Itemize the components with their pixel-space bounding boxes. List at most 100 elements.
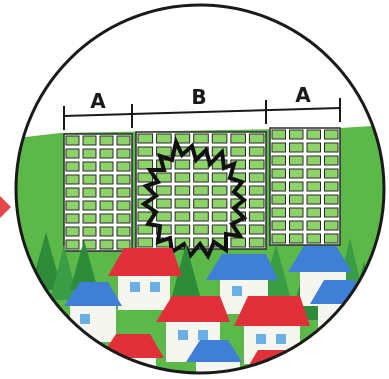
solar-panel-cell [272, 156, 286, 165]
solar-panel-cell [307, 156, 321, 165]
solar-panel-cell [83, 149, 96, 158]
solar-panel-cell [212, 212, 227, 221]
solar-panel-cell [325, 169, 339, 178]
solar-panel-cell [100, 240, 113, 249]
solar-panel-cell [83, 188, 96, 197]
solar-panel-cell [307, 195, 321, 204]
solar-panel-cell [272, 130, 286, 139]
zone-b-label: B [191, 85, 206, 109]
solar-panel-cell [83, 175, 96, 184]
solar-panel-cell [325, 143, 339, 152]
solar-panel-cell [66, 227, 79, 236]
solar-panel-cell [83, 201, 96, 210]
solar-panel-cell [117, 227, 130, 236]
solar-panel-cell [249, 134, 264, 143]
solar-panel-cell [325, 130, 339, 139]
solar-panel-cell [157, 199, 172, 208]
solar-panel-cell [249, 199, 264, 208]
solar-panel-cell [290, 169, 304, 178]
solar-panel-cell [117, 188, 130, 197]
solar-panel-cell [117, 214, 130, 223]
solar-panel-cell [272, 221, 286, 230]
solar-panel-cell [117, 201, 130, 210]
solar-panel-cell [325, 221, 339, 230]
solar-panel-cell [66, 188, 79, 197]
solar-panel-cell [157, 212, 172, 221]
solar-panel-cell [157, 134, 172, 143]
solar-panel-cell [138, 173, 153, 182]
solar-panel-cell [138, 160, 153, 169]
solar-panel-cell [100, 188, 113, 197]
solar-panel-cell [100, 162, 113, 171]
solar-panel-cell [66, 201, 79, 210]
solar-panel-cell [194, 186, 209, 195]
solar-panel-cell [249, 186, 264, 195]
solar-panel-cell [272, 169, 286, 178]
solar-panel-cell [66, 240, 79, 249]
solar-panel-cell [307, 208, 321, 217]
solar-panel-cell [249, 173, 264, 182]
solar-panel-cell [175, 212, 190, 221]
solar-panel-cell [138, 238, 153, 247]
solar-panel-cell [307, 143, 321, 152]
solar-panel-cell [290, 130, 304, 139]
solar-panel-cell [66, 214, 79, 223]
solar-panel-cell [290, 182, 304, 191]
solar-panel-cell [83, 214, 96, 223]
solar-panel-cell [307, 221, 321, 230]
solar-panel-cell [231, 134, 246, 143]
solar-panel-cell [290, 143, 304, 152]
solar-panel-cell [307, 169, 321, 178]
solar-panel-cell [249, 238, 264, 247]
solar-panel-cell [175, 160, 190, 169]
solar-panel-cell [307, 182, 321, 191]
solar-panel-cell [290, 195, 304, 204]
solar-panel-cell [194, 199, 209, 208]
solar-panel-cell [175, 225, 190, 234]
solar-panel-cell [83, 162, 96, 171]
solar-panel-cell [290, 156, 304, 165]
solar-panel-cell [117, 136, 130, 145]
solar-panel-cell [66, 175, 79, 184]
solar-panel-cell [325, 182, 339, 191]
solar-panel-cell [325, 195, 339, 204]
solar-panel-cell [249, 147, 264, 156]
solar-panel-cell [212, 186, 227, 195]
solar-panel-cell [83, 227, 96, 236]
solar-panel-cell [194, 212, 209, 221]
solar-panel-cell [307, 234, 321, 243]
solar-panel-cell [290, 208, 304, 217]
zone-a-left-label: A [90, 89, 106, 113]
solar-panel-cell [290, 234, 304, 243]
solar-panel-cell [175, 199, 190, 208]
solar-panel-cell [212, 173, 227, 182]
solar-panel-cell [212, 134, 227, 143]
solar-panel-cell [100, 201, 113, 210]
solar-panel-array [64, 128, 340, 251]
solar-panel-cell [231, 147, 246, 156]
solar-panel-cell [175, 186, 190, 195]
solar-panel-cell [117, 149, 130, 158]
solar-panel-cell [231, 238, 246, 247]
solar-panel-cell [194, 134, 209, 143]
solar-panel-cell [175, 173, 190, 182]
solar-panel-cell [66, 162, 79, 171]
solar-panel-cell [272, 182, 286, 191]
solar-panel-cell [100, 214, 113, 223]
zone-a-right-label: A [295, 83, 311, 107]
solar-panel-cell [83, 136, 96, 145]
solar-panel-cell [100, 149, 113, 158]
solar-panel-cell [66, 149, 79, 158]
solar-panel-cell [325, 208, 339, 217]
solar-panel-cell [138, 134, 153, 143]
solar-panel-cell [307, 130, 321, 139]
solar-panel-cell [249, 225, 264, 234]
solar-panel-cell [249, 160, 264, 169]
solar-panel-cell [325, 156, 339, 165]
solar-panel-cell [157, 186, 172, 195]
solar-panel-cell [100, 175, 113, 184]
solar-panel-cell [325, 234, 339, 243]
solar-panel-cell [194, 173, 209, 182]
arrow-right-icon [0, 196, 11, 218]
